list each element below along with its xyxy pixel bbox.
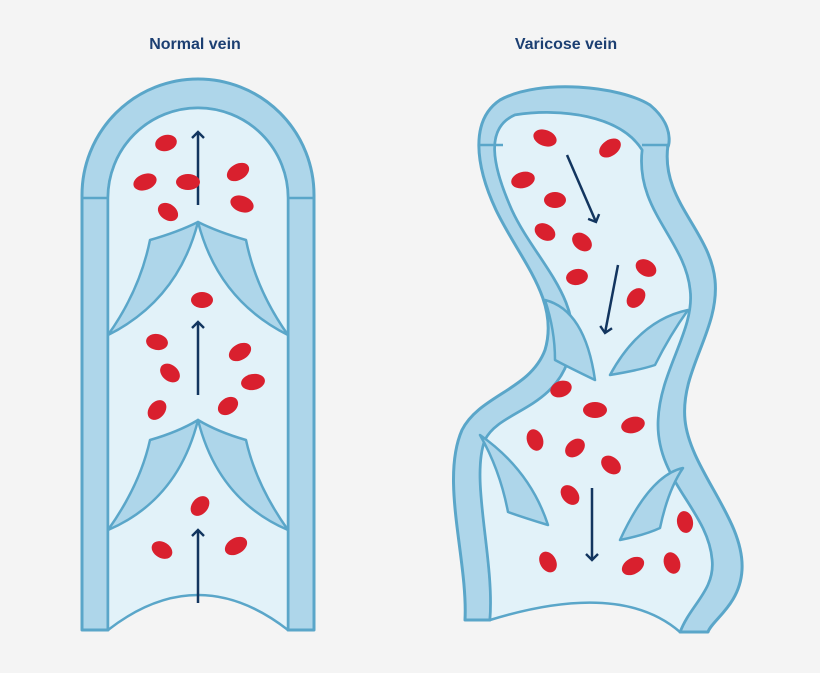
- blood-cell: [176, 174, 200, 190]
- flow-arrow-down: [599, 264, 620, 335]
- varicose-vein-title: Varicose vein: [514, 36, 618, 53]
- blood-cell: [550, 380, 572, 398]
- blood-cell: [565, 438, 585, 458]
- normal-blood-cells: [133, 134, 265, 559]
- blood-cell: [151, 541, 173, 559]
- blood-cell: [539, 551, 557, 573]
- flow-arrow-down: [565, 154, 601, 224]
- normal-valve-lower: [106, 418, 290, 532]
- blood-cell: [621, 416, 645, 434]
- blood-cell: [191, 292, 213, 308]
- blood-cell: [241, 373, 265, 391]
- blood-cell: [160, 363, 180, 383]
- blood-cell: [621, 556, 645, 576]
- blood-cell: [572, 232, 592, 252]
- blood-cell: [157, 202, 179, 222]
- varicose-vein: [452, 85, 744, 634]
- blood-cell: [560, 485, 580, 505]
- varicose-blood-cells: [511, 129, 694, 576]
- blood-cell: [526, 429, 544, 451]
- blood-cell: [224, 536, 248, 556]
- normal-vein: [80, 77, 316, 632]
- blood-cell: [217, 396, 239, 416]
- blood-cell: [147, 400, 167, 420]
- blood-cell: [146, 333, 168, 351]
- blood-cell: [663, 552, 681, 574]
- blood-cell: [626, 288, 646, 308]
- normal-vein-title: Normal vein: [149, 36, 241, 53]
- blood-cell: [533, 129, 557, 147]
- varicose-valve-upper: [543, 298, 690, 382]
- blood-cell: [676, 511, 694, 533]
- blood-cell: [511, 171, 535, 189]
- normal-valve-upper: [106, 220, 290, 337]
- blood-cell: [155, 134, 177, 152]
- blood-cell: [226, 162, 250, 182]
- blood-cell: [601, 455, 621, 475]
- blood-cell: [583, 402, 607, 418]
- blood-cell: [228, 342, 252, 362]
- blood-cell: [230, 195, 254, 213]
- blood-cell: [133, 173, 157, 191]
- varicose-valve-lower: [478, 433, 685, 542]
- blood-cell: [635, 259, 657, 277]
- blood-cell: [190, 496, 210, 516]
- blood-cell: [534, 223, 556, 241]
- blood-cell: [599, 138, 621, 158]
- blood-cell: [566, 268, 588, 286]
- blood-cell: [544, 192, 566, 208]
